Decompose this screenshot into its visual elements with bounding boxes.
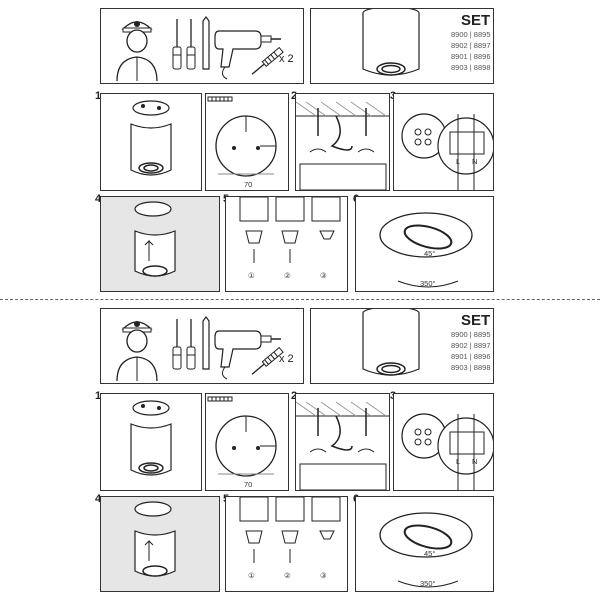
gu10-bulb-icon (239, 197, 341, 263)
drilling-template-panel: 70 (205, 393, 289, 491)
set-code-3: 8901 | 8896 (451, 52, 491, 61)
wall-plug-icon (251, 46, 284, 75)
bulb-step-1: ① (248, 571, 255, 580)
dimension-label: 70 (244, 180, 253, 189)
step-5-panel: ① ② ③ (225, 496, 348, 592)
bulb-step-3: ③ (320, 571, 327, 580)
lamp-base-icon (130, 100, 172, 176)
set-code-4: 8903 | 8898 (451, 63, 491, 72)
step-1-panel (100, 393, 202, 491)
set-title: SET (461, 312, 491, 329)
lamp-attach-icon (134, 501, 176, 577)
pencil-icon (202, 16, 210, 70)
set-code-2: 8902 | 8897 (451, 41, 491, 50)
wall-plug-icon (251, 346, 284, 375)
terminal-block-icon (401, 413, 493, 490)
wire-label-n: N (472, 157, 478, 166)
step-6-panel: 45° 350° (355, 496, 494, 592)
step-number-4: 4 (95, 193, 102, 205)
step-number-4: 4 (95, 493, 102, 505)
wire-label-l: L (456, 157, 461, 166)
tilt-angle-label: 45° (424, 549, 436, 558)
instruction-copy-2: x 2 SET 8900 | 8895 8902 | 8897 8901 | 8… (0, 300, 600, 600)
bulb-step-3: ③ (320, 271, 327, 280)
step-6-panel: 45° 350° (355, 196, 494, 292)
set-panel: SET 8900 | 8895 8902 | 8897 8901 | 8896 … (310, 8, 494, 84)
step-4-panel (100, 196, 220, 292)
step-5-panel: ① ② ③ (225, 196, 348, 292)
drill-icon (214, 330, 281, 380)
step-1-panel (100, 93, 202, 191)
screwdriver-icon (172, 319, 196, 370)
tilt-angle-label: 45° (424, 249, 436, 258)
set-code-1: 8900 | 8895 (451, 30, 491, 39)
template-disc-icon (207, 96, 277, 177)
step-3-panel: L N (393, 93, 494, 191)
lamp-base-icon (130, 400, 172, 476)
drilling-template-panel: 70 (205, 93, 289, 191)
wire-label-n: N (472, 457, 478, 466)
cut-line (0, 299, 600, 300)
rotation-angle-label: 350° (420, 579, 436, 588)
gu10-bulb-icon (239, 497, 341, 563)
step-number-2: 2 (291, 90, 297, 102)
ceiling-lamp-icon (362, 309, 420, 376)
step-number-1: 1 (95, 390, 102, 402)
ceiling-mount-icon (296, 401, 389, 490)
set-code-1: 8900 | 8895 (451, 330, 491, 339)
adjust-angle-icon (379, 212, 473, 288)
step-2-panel (295, 93, 390, 191)
set-title: SET (461, 12, 491, 29)
dimension-label: 70 (244, 480, 253, 489)
step-2-panel (295, 393, 390, 491)
wire-label-l: L (456, 457, 461, 466)
step-4-panel (100, 496, 220, 592)
tools-panel: x 2 (100, 308, 304, 384)
person-with-helmet-icon (116, 21, 158, 82)
quantity-label: x 2 (279, 353, 294, 365)
quantity-label: x 2 (279, 53, 294, 65)
bulb-step-1: ① (248, 271, 255, 280)
set-code-4: 8903 | 8898 (451, 363, 491, 372)
ceiling-mount-icon (296, 101, 389, 190)
step-number-2: 2 (291, 390, 297, 402)
pencil-icon (202, 316, 210, 370)
set-panel: SET 8900 | 8895 8902 | 8897 8901 | 8896 … (310, 308, 494, 384)
set-code-2: 8902 | 8897 (451, 341, 491, 350)
instruction-copy-1: x 2 SET 8900 | 8895 8902 | 8897 8901 | 8… (95, 8, 494, 292)
adjust-angle-icon (379, 512, 473, 588)
lamp-attach-icon (134, 201, 176, 277)
tools-panel: x 2 (100, 8, 304, 84)
bulb-step-2: ② (284, 271, 291, 280)
screwdriver-icon (172, 19, 196, 70)
ceiling-lamp-icon (362, 9, 420, 76)
person-with-helmet-icon (116, 321, 158, 382)
set-code-3: 8901 | 8896 (451, 352, 491, 361)
step-3-panel: L N (393, 393, 494, 491)
rotation-angle-label: 350° (420, 279, 436, 288)
terminal-block-icon (401, 113, 493, 190)
drill-icon (214, 30, 281, 80)
step-number-1: 1 (95, 90, 102, 102)
template-disc-icon (207, 396, 277, 477)
bulb-step-2: ② (284, 571, 291, 580)
